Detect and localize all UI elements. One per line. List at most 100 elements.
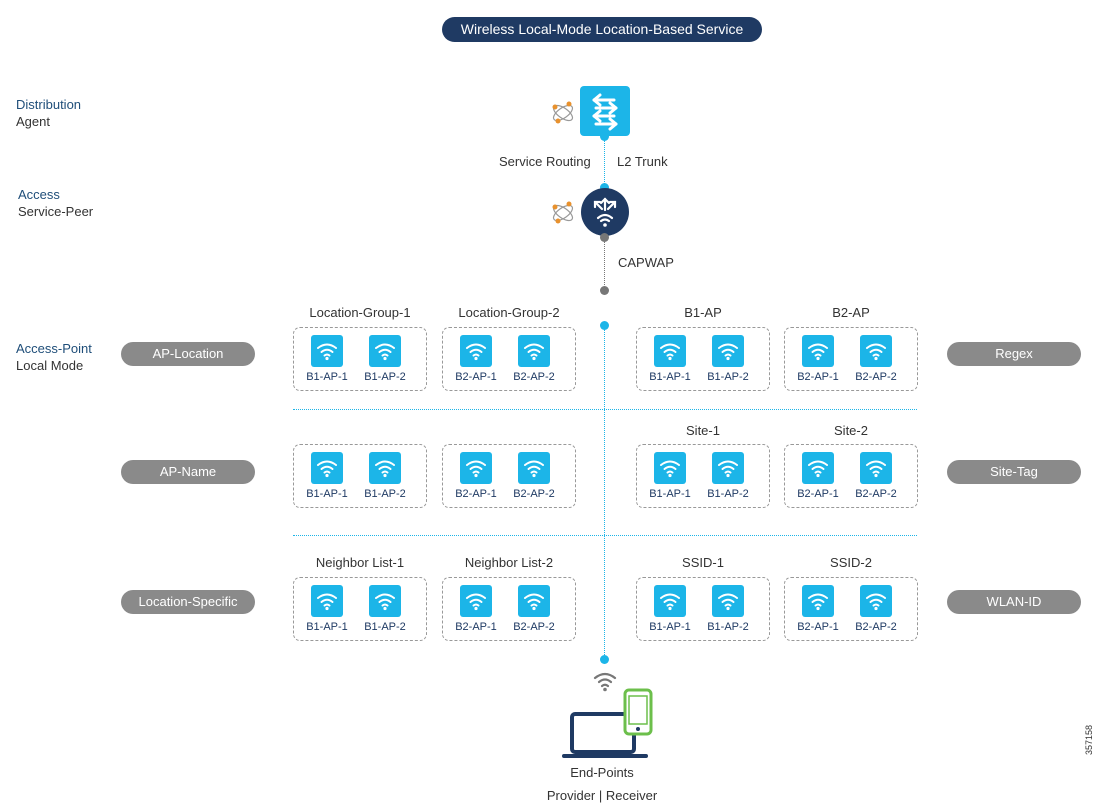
pill-wlan-id: WLAN-ID	[947, 590, 1081, 614]
tier-access-point-line1: Access-Point	[16, 341, 92, 356]
link-dot	[600, 655, 609, 664]
access-point-label: B1-AP-1	[649, 621, 691, 633]
group-title: Neighbor List-1	[315, 555, 405, 570]
group-title: Location-Group-1	[309, 305, 411, 320]
link-dot	[600, 321, 609, 330]
access-point-label: B2-AP-2	[855, 371, 897, 383]
access-point-icon	[369, 585, 401, 617]
access-point: B2-AP-2	[851, 335, 901, 383]
group-title: SSID-2	[830, 555, 872, 570]
ap-group-box: B1-AP-1 B1-AP-2	[636, 577, 770, 641]
pill-location-specific: Location-Specific	[121, 590, 255, 614]
access-point-icon	[712, 452, 744, 484]
link-dot	[600, 183, 609, 192]
row-separator	[293, 409, 917, 410]
access-point: B2-AP-1	[451, 335, 501, 383]
pill-ap-name: AP-Name	[121, 460, 255, 484]
plugin-icon-distribution	[549, 99, 577, 132]
access-point-icon	[802, 585, 834, 617]
access-point-label: B2-AP-1	[455, 371, 497, 383]
access-point: B2-AP-2	[509, 452, 559, 500]
ap-group-box: B2-AP-1 B2-AP-2	[784, 444, 918, 508]
pill-ap-location: AP-Location	[121, 342, 255, 366]
access-point-icon	[654, 585, 686, 617]
group-title: Site-2	[834, 423, 868, 438]
pill-regex: Regex	[947, 342, 1081, 366]
access-point-icon	[369, 452, 401, 484]
endpoints-label: End-Points	[570, 765, 634, 780]
tier-label-distribution: Distribution Agent	[16, 96, 81, 130]
access-point-label: B2-AP-1	[797, 488, 839, 500]
access-point: B2-AP-1	[793, 452, 843, 500]
access-point-label: B2-AP-1	[797, 371, 839, 383]
access-point-label: B1-AP-2	[364, 621, 406, 633]
access-point-icon	[654, 452, 686, 484]
access-point: B2-AP-2	[509, 335, 559, 383]
ap-group-box: B2-AP-1 B2-AP-2	[442, 577, 576, 641]
access-point-label: B1-AP-1	[306, 621, 348, 633]
plugin-icon-access	[549, 199, 577, 232]
access-point-label: B2-AP-2	[513, 621, 555, 633]
access-point: B1-AP-1	[302, 335, 352, 383]
access-point: B1-AP-1	[302, 452, 352, 500]
access-point-icon	[712, 585, 744, 617]
tier-distribution-line1: Distribution	[16, 97, 82, 112]
capwap-label: CAPWAP	[618, 255, 674, 270]
ap-group-box: B1-AP-1 B1-AP-2	[636, 327, 770, 391]
group-title: B2-AP	[832, 305, 870, 320]
access-point-label: B2-AP-1	[455, 621, 497, 633]
capwap-link	[604, 236, 605, 291]
access-point-icon	[802, 335, 834, 367]
access-point: B2-AP-1	[451, 452, 501, 500]
access-point: B2-AP-1	[451, 585, 501, 633]
access-point: B1-AP-2	[360, 335, 410, 383]
l2-trunk-link	[604, 136, 605, 188]
l2-trunk-label: L2 Trunk	[617, 154, 668, 169]
link-dot	[600, 233, 609, 242]
ap-group-box: B2-AP-1 B2-AP-2	[784, 327, 918, 391]
access-point-icon	[518, 335, 550, 367]
access-point: B2-AP-2	[851, 452, 901, 500]
ap-group-box: B2-AP-1 B2-AP-2	[442, 327, 576, 391]
ap-group-box: B1-AP-1 B1-AP-2	[293, 444, 427, 508]
access-point-label: B1-AP-1	[649, 371, 691, 383]
access-point-label: B2-AP-2	[855, 488, 897, 500]
group-title: Site-1	[686, 423, 720, 438]
access-point-label: B2-AP-1	[455, 488, 497, 500]
access-point-label: B1-AP-1	[649, 488, 691, 500]
access-point-icon	[460, 585, 492, 617]
diagram-title: Wireless Local-Mode Location-Based Servi…	[442, 17, 762, 42]
access-point: B1-AP-2	[703, 585, 753, 633]
access-point-trunk-line	[604, 325, 605, 659]
access-point-label: B1-AP-2	[707, 371, 749, 383]
access-point-label: B1-AP-2	[364, 371, 406, 383]
access-point: B1-AP-2	[360, 452, 410, 500]
access-point-icon	[311, 452, 343, 484]
access-point: B1-AP-1	[645, 585, 695, 633]
wireless-controller-icon	[581, 188, 629, 236]
access-point: B1-AP-2	[360, 585, 410, 633]
mobile-phone-icon	[623, 688, 653, 741]
tier-access-line2: Service-Peer	[18, 204, 94, 219]
access-point-icon	[460, 452, 492, 484]
endpoints-sublabel: Provider | Receiver	[546, 788, 658, 803]
wifi-signal-icon	[593, 670, 617, 697]
access-point-icon	[654, 335, 686, 367]
tier-distribution-line2: Agent	[16, 114, 50, 129]
switch-icon	[580, 86, 630, 136]
access-point-icon	[860, 452, 892, 484]
ap-group-box: B2-AP-1 B2-AP-2	[442, 444, 576, 508]
access-point-label: B1-AP-2	[707, 621, 749, 633]
access-point: B1-AP-2	[703, 452, 753, 500]
access-point-label: B1-AP-2	[707, 488, 749, 500]
access-point-label: B1-AP-1	[306, 488, 348, 500]
access-point-icon	[712, 335, 744, 367]
access-point-icon	[369, 335, 401, 367]
access-point-label: B2-AP-1	[797, 621, 839, 633]
group-title: SSID-1	[682, 555, 724, 570]
access-point-icon	[860, 335, 892, 367]
access-point-icon	[460, 335, 492, 367]
group-title: B1-AP	[684, 305, 722, 320]
access-point-label: B1-AP-2	[364, 488, 406, 500]
